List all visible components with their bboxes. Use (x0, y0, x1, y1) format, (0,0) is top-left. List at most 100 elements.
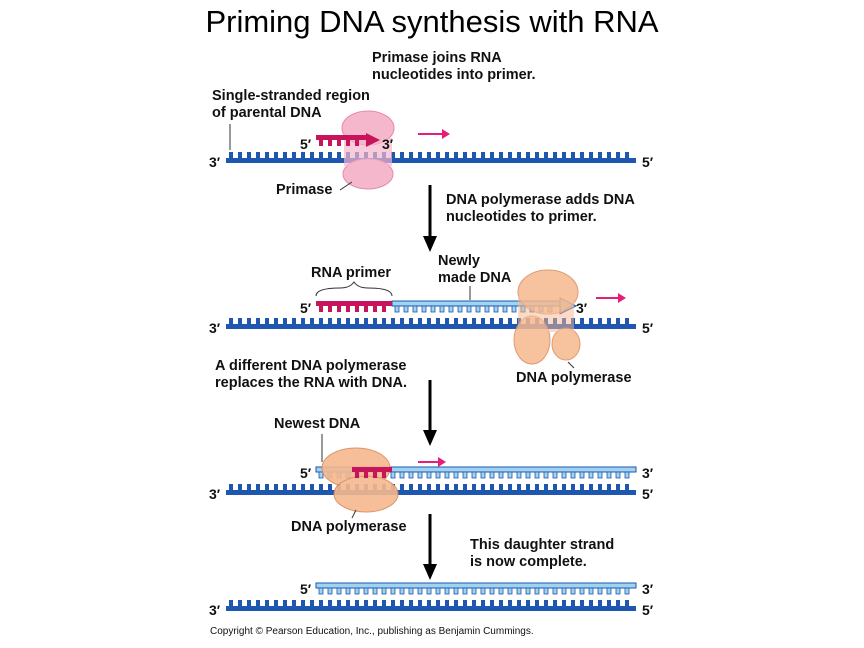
nucleotide (457, 305, 463, 313)
nucleotide (472, 484, 476, 490)
nucleotide (229, 318, 233, 324)
nucleotide (355, 140, 359, 146)
nucleotide (337, 600, 341, 606)
nucleotide (481, 600, 485, 606)
nucleotide (534, 587, 540, 595)
nucleotide (498, 587, 504, 595)
nucleotide (490, 600, 494, 606)
nucleotide (354, 587, 360, 595)
nucleotide (328, 318, 332, 324)
direction-arrow-3-head (438, 457, 446, 467)
strand-backbone (226, 490, 636, 495)
strand-backbone (226, 324, 636, 329)
note-primase: Primase (276, 182, 332, 198)
five-prime-end: 5′ (300, 136, 312, 152)
nucleotide (436, 600, 440, 606)
stage-4: 5′ 3′ 3′ 5′ (209, 581, 654, 618)
nucleotide (274, 600, 278, 606)
nucleotide (336, 587, 342, 595)
nucleotide (409, 152, 413, 158)
nucleotide (571, 484, 575, 490)
direction-arrow-1-head (442, 129, 450, 139)
note-dna-polymerase-1: DNA polymerase (516, 370, 632, 386)
parental-strand-3 (226, 484, 636, 495)
nucleotide (390, 471, 396, 479)
nucleotide (435, 471, 441, 479)
nucleotide (318, 587, 324, 595)
nucleotide (625, 152, 629, 158)
nucleotide (525, 587, 531, 595)
nucleotide (499, 600, 503, 606)
nucleotide (229, 152, 233, 158)
nucleotide (337, 318, 341, 324)
nucleotide (265, 152, 269, 158)
nucleotide (417, 587, 423, 595)
nucleotide (238, 152, 242, 158)
strand-backbone (226, 606, 636, 611)
nucleotide (481, 484, 485, 490)
nucleotide (256, 318, 260, 324)
nucleotide (310, 152, 314, 158)
five-prime-end: 5′ (642, 154, 654, 170)
nucleotide (475, 305, 481, 313)
nucleotide (454, 318, 458, 324)
nucleotide (471, 471, 477, 479)
nucleotide (400, 318, 404, 324)
nucleotide (364, 600, 368, 606)
nucleotide (462, 471, 468, 479)
nucleotide (319, 600, 323, 606)
nucleotide (363, 587, 369, 595)
nucleotide (444, 587, 450, 595)
five-prime-end: 5′ (300, 300, 312, 316)
nucleotide (265, 484, 269, 490)
nucleotide (463, 600, 467, 606)
nucleotide (499, 152, 503, 158)
nucleotide (301, 484, 305, 490)
nucleotide (427, 152, 431, 158)
nucleotide (544, 600, 548, 606)
nucleotide (373, 472, 377, 478)
nucleotide (561, 471, 567, 479)
nucleotide (439, 305, 445, 313)
leader-line (567, 361, 575, 369)
nucleotide (418, 318, 422, 324)
nucleotide (301, 318, 305, 324)
nucleotide (436, 318, 440, 324)
nucleotide (372, 587, 378, 595)
nucleotide (337, 306, 341, 312)
nucleotide (229, 600, 233, 606)
nucleotide (580, 600, 584, 606)
nucleotide (292, 152, 296, 158)
nucleotide (607, 318, 611, 324)
nucleotide (445, 318, 449, 324)
nucleotide (580, 484, 584, 490)
nucleotide (607, 152, 611, 158)
nucleotide (364, 306, 368, 312)
three-prime-end: 3′ (209, 320, 221, 336)
nucleotide (436, 484, 440, 490)
three-prime-end: 3′ (209, 154, 221, 170)
note-single-stranded: Single-stranded region of parental DNA (212, 88, 374, 121)
nucleotide (391, 600, 395, 606)
nucleotide (463, 152, 467, 158)
nucleotide (562, 484, 566, 490)
nucleotide (493, 305, 499, 313)
nucleotide (579, 471, 585, 479)
nucleotide (570, 587, 576, 595)
nucleotide (310, 484, 314, 490)
nucleotide (580, 152, 584, 158)
nucleotide (283, 318, 287, 324)
nucleotide (394, 305, 400, 313)
nucleotide (436, 152, 440, 158)
nucleotide (238, 484, 242, 490)
nucleotide (597, 471, 603, 479)
nucleotide (400, 152, 404, 158)
nucleotide (247, 318, 251, 324)
dna-polymerase-enzyme-1 (513, 269, 581, 365)
nucleotide (328, 152, 332, 158)
nucleotide (346, 600, 350, 606)
strand-backbone (352, 467, 392, 472)
nucleotide (265, 318, 269, 324)
nucleotide (454, 152, 458, 158)
new-dna-strand-4 (315, 582, 637, 595)
